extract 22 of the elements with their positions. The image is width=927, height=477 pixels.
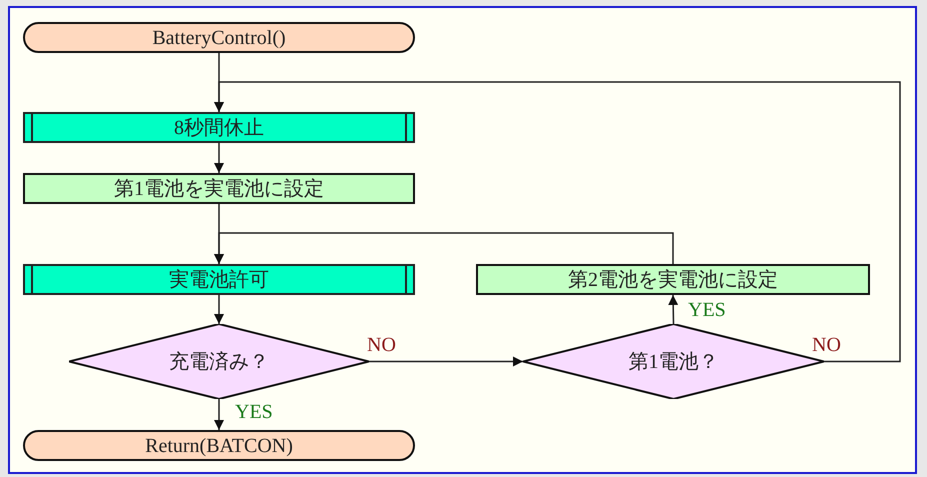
- terminal-box: [23, 430, 415, 461]
- node-label: 第2電池を実電池に設定: [568, 270, 778, 290]
- terminal-box: [23, 22, 415, 53]
- node-label: 実電池許可: [169, 270, 269, 290]
- arrow: [369, 356, 523, 366]
- node-label: 8秒間休止: [174, 118, 264, 138]
- node-label: BatteryControl(): [152, 28, 286, 48]
- process-box: [476, 264, 870, 295]
- subroutine-box: [23, 264, 415, 295]
- node-label: 充電済み？: [169, 352, 269, 372]
- arrow: [214, 295, 224, 324]
- decision-diamond: [69, 324, 369, 399]
- process-box: [23, 173, 415, 204]
- node-label: 第1電池を実電池に設定: [114, 178, 324, 198]
- arrow: [668, 294, 678, 324]
- node-label: Return(BATCON): [145, 436, 293, 456]
- arrow: [214, 143, 224, 173]
- arrow: [214, 399, 224, 430]
- arrow: [214, 81, 901, 362]
- node-label: 第1電池？: [628, 352, 718, 372]
- arrow: [214, 232, 674, 264]
- subroutine-box: [23, 112, 415, 143]
